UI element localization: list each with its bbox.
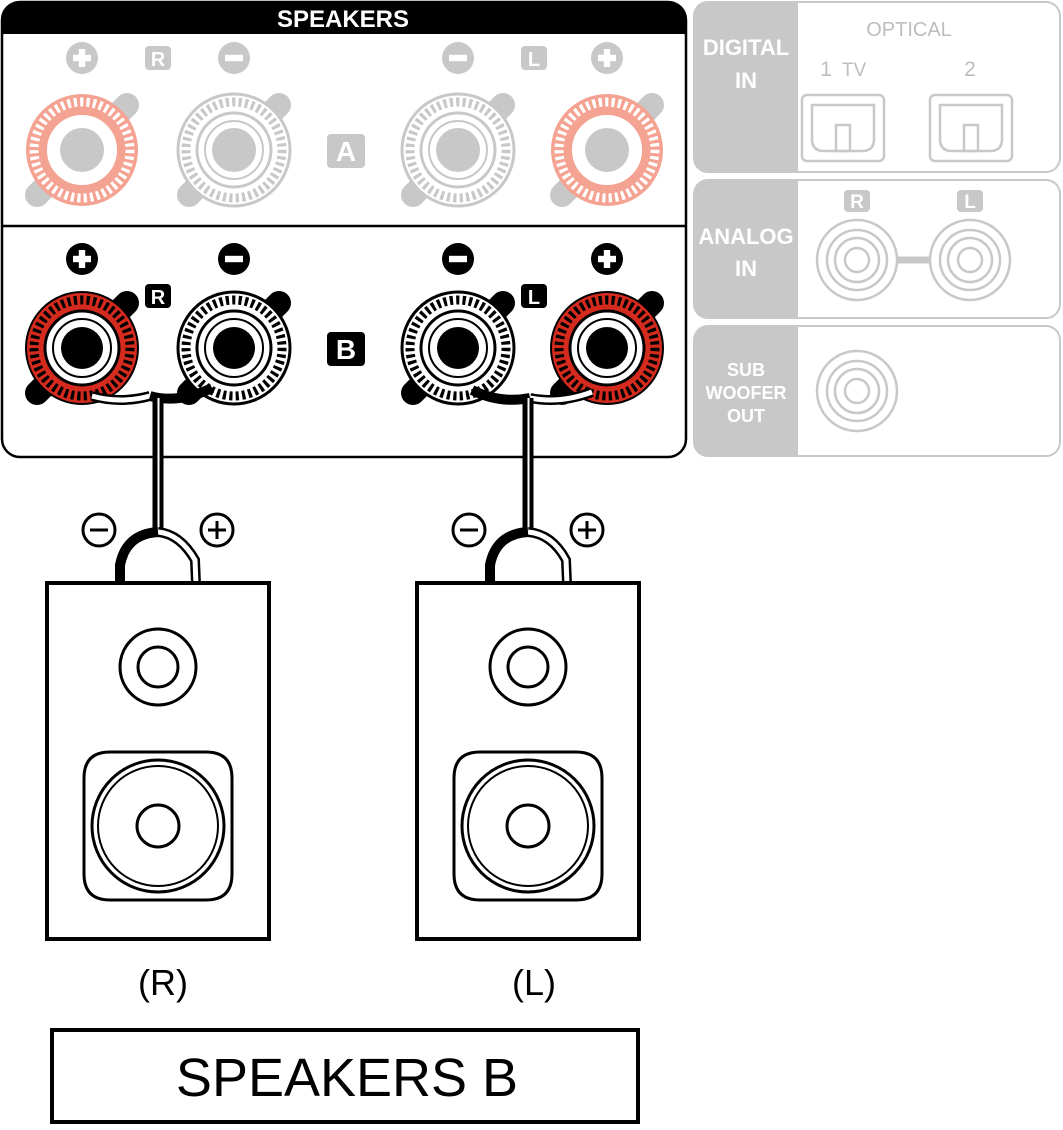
speaker-terminals-row-b: R L B (25, 243, 664, 406)
speaker-cable-left (469, 385, 594, 585)
optical-port1-name: TV (842, 60, 867, 81)
minus-icon (442, 42, 474, 74)
row-a-label-badge (327, 134, 365, 168)
row-b-channel-r: R (151, 287, 166, 309)
subwoofer-label-line2: WOOFER (706, 383, 787, 403)
binding-post-b-r-plus[interactable] (25, 291, 139, 405)
speaker-right-label: (R) (138, 962, 188, 1003)
caption-text: SPEAKERS B (176, 1048, 518, 1108)
minus-icon (218, 243, 250, 275)
rca-jack-analog-l[interactable] (928, 218, 1012, 302)
speaker-right (45, 581, 271, 941)
rca-jack-analog-r[interactable] (815, 218, 899, 302)
analog-in-channel-l: L (964, 192, 976, 213)
speaker-terminals-row-a: R L (25, 42, 664, 208)
analog-in-channel-r: R (850, 192, 864, 213)
binding-post-a-l-plus[interactable] (550, 93, 664, 207)
speaker-cable-right (90, 383, 215, 585)
row-b-label: B (336, 334, 356, 365)
binding-post-a-r-minus[interactable] (176, 92, 292, 208)
analog-in-panel: ANALOG IN R L (693, 179, 1061, 319)
optical-port1-number: 1 (820, 58, 832, 81)
subwoofer-label-line1: SUB (727, 360, 765, 380)
plus-icon (66, 42, 98, 74)
binding-post-b-l-plus[interactable] (550, 291, 664, 405)
row-a-channel-l-badge (521, 46, 547, 70)
row-b-channel-r-badge (145, 284, 171, 308)
plus-icon (569, 512, 605, 548)
digital-in-label-line2: IN (735, 68, 757, 93)
row-b-channel-l-badge (521, 284, 547, 308)
plus-icon (66, 243, 98, 275)
optical-group-label: OPTICAL (866, 19, 952, 41)
row-b-label-badge (327, 332, 365, 366)
row-a-channel-l: L (528, 49, 540, 71)
binding-post-a-l-minus[interactable] (400, 92, 516, 208)
plus-icon (199, 512, 235, 548)
optical-port-2[interactable] (928, 93, 1014, 163)
row-a-channel-r: R (151, 49, 166, 71)
subwoofer-out-panel: SUB WOOFER OUT (693, 325, 1061, 457)
binding-post-b-l-minus[interactable] (400, 290, 516, 406)
minus-icon (442, 243, 474, 275)
analog-in-label-line2: IN (735, 256, 757, 281)
row-a-label: A (336, 136, 356, 167)
analog-in-label-line1: ANALOG (698, 224, 793, 249)
minus-icon (451, 512, 487, 548)
digital-in-label-line1: DIGITAL (703, 35, 789, 60)
optical-port2-number: 2 (964, 58, 976, 81)
minus-icon (81, 512, 117, 548)
speakers-panel-title: SPEAKERS (277, 6, 409, 33)
speaker-left (415, 581, 641, 941)
minus-icon (218, 42, 250, 74)
plus-icon (591, 42, 623, 74)
plus-icon (591, 243, 623, 275)
binding-post-b-r-minus[interactable] (176, 290, 292, 406)
optical-port-1[interactable] (800, 93, 886, 163)
digital-in-panel: DIGITAL IN OPTICAL 1 TV 2 (693, 1, 1061, 173)
binding-post-a-r-plus[interactable] (25, 93, 139, 207)
row-b-channel-l: L (528, 287, 540, 309)
row-a-channel-r-badge (145, 46, 171, 70)
speaker-left-label: (L) (512, 962, 556, 1003)
caption-box: SPEAKERS B (50, 1028, 640, 1124)
subwoofer-label-line3: OUT (727, 406, 765, 426)
rca-jack-subwoofer[interactable] (815, 349, 899, 433)
